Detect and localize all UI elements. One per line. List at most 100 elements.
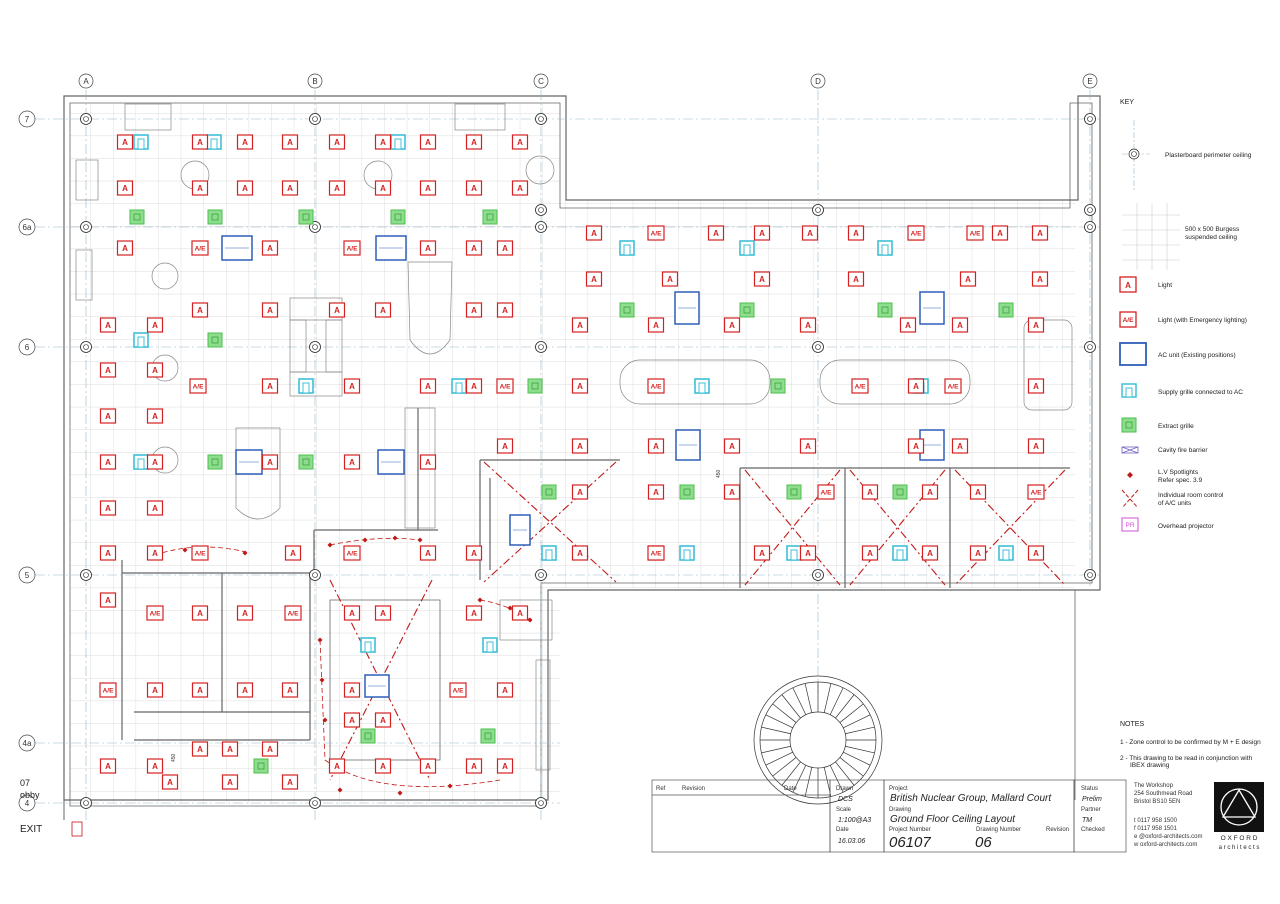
title-block xyxy=(651,779,1127,853)
svg-text:f 0117 958 1501: f 0117 958 1501 xyxy=(1134,826,1178,832)
supply-grille xyxy=(679,545,695,561)
light-fitting: A xyxy=(261,741,279,757)
light-fitting: A xyxy=(801,225,819,241)
svg-text:A: A xyxy=(591,229,597,238)
light-fitting: A xyxy=(343,378,361,394)
ac-unit xyxy=(674,291,700,325)
svg-text:A/E: A/E xyxy=(195,551,207,558)
room-number-label: 07 xyxy=(20,778,30,788)
key-label: Overhead projector xyxy=(1158,523,1214,530)
light-fitting: A xyxy=(328,134,346,150)
emergency-light-fitting: A/E xyxy=(647,225,665,241)
light-fitting: A xyxy=(284,545,302,561)
svg-text:A: A xyxy=(152,458,158,467)
svg-text:A: A xyxy=(287,778,293,787)
svg-text:A: A xyxy=(425,762,431,771)
light-fitting: A xyxy=(419,378,437,394)
column-marker xyxy=(80,113,92,125)
light-fitting: A xyxy=(951,438,969,454)
column-marker xyxy=(80,569,92,581)
building-walls xyxy=(63,95,1101,820)
svg-text:A: A xyxy=(380,306,386,315)
svg-text:A: A xyxy=(197,184,203,193)
spotlight xyxy=(447,783,453,789)
light-fitting: A xyxy=(374,180,392,196)
light-fitting: A xyxy=(221,774,239,790)
light-fitting: A xyxy=(281,682,299,698)
light-fitting: A xyxy=(261,378,279,394)
svg-text:A: A xyxy=(425,549,431,558)
key-panel: KEY Plasterboard perimeter ceiling 500 x… xyxy=(1119,99,1252,532)
svg-text:A: A xyxy=(267,382,273,391)
column-marker xyxy=(309,797,321,809)
spotlight xyxy=(397,790,403,796)
light-fitting: A xyxy=(951,317,969,333)
column-marker xyxy=(535,797,547,809)
light-fitting: A xyxy=(969,484,987,500)
svg-text:A: A xyxy=(927,549,933,558)
svg-text:A: A xyxy=(105,321,111,330)
svg-text:A: A xyxy=(1033,549,1039,558)
svg-text:A: A xyxy=(653,442,659,451)
svg-text:A: A xyxy=(577,382,583,391)
svg-text:PR: PR xyxy=(1125,522,1134,529)
svg-text:A: A xyxy=(502,244,508,253)
light-fitting: A xyxy=(465,302,483,318)
grid-bubble-7: 7 xyxy=(18,110,36,128)
svg-text:A/E: A/E xyxy=(1031,490,1043,497)
svg-text:A/E: A/E xyxy=(195,246,207,253)
light-fitting: A xyxy=(281,774,299,790)
svg-text:A: A xyxy=(913,442,919,451)
column-marker xyxy=(812,341,824,353)
light-fitting: A xyxy=(99,362,117,378)
light-fitting: A xyxy=(236,134,254,150)
svg-text:A: A xyxy=(167,778,173,787)
ac-unit xyxy=(375,235,407,261)
svg-text:t 0117 958 1500: t 0117 958 1500 xyxy=(1134,818,1178,824)
svg-text:O X F O R D: O X F O R D xyxy=(1221,835,1258,842)
column-marker xyxy=(535,221,547,233)
svg-text:A: A xyxy=(152,549,158,558)
emergency-light-icon: A/E xyxy=(1119,311,1137,328)
light-fitting: A xyxy=(511,180,529,196)
svg-text:Bristol BS10 5EN: Bristol BS10 5EN xyxy=(1134,799,1180,805)
light-fitting: A xyxy=(99,545,117,561)
exit-sign xyxy=(71,821,83,837)
light-fitting: A xyxy=(799,438,817,454)
ac-unit xyxy=(221,235,253,261)
svg-text:A: A xyxy=(965,275,971,284)
extract-grille xyxy=(877,302,893,318)
column-marker xyxy=(309,113,321,125)
svg-text:A: A xyxy=(227,778,233,787)
column-marker xyxy=(309,341,321,353)
grid-bubble-e: E xyxy=(1082,73,1098,89)
column-marker xyxy=(1084,569,1096,581)
extract-grille xyxy=(892,484,908,500)
status-label: Status xyxy=(1081,786,1098,792)
key-label: Supply grille connected to AC xyxy=(1158,389,1243,396)
light-fitting: A xyxy=(161,774,179,790)
svg-text:A: A xyxy=(122,184,128,193)
key-label: AC unit (Existing positions) xyxy=(1158,352,1236,359)
svg-text:A: A xyxy=(577,321,583,330)
key-label: Cavity fire barrier xyxy=(1158,447,1208,454)
svg-text:A: A xyxy=(502,686,508,695)
svg-text:A: A xyxy=(242,184,248,193)
svg-text:A: A xyxy=(122,244,128,253)
svg-text:A: A xyxy=(425,184,431,193)
column-marker xyxy=(812,569,824,581)
grid-bubble-5: 5 xyxy=(18,566,36,584)
svg-text:A: A xyxy=(853,275,859,284)
grid-row-bubbles: 7 6a 6 5 4a 4 xyxy=(18,110,36,812)
light-fitting: A xyxy=(907,438,925,454)
light-fitting: A xyxy=(343,712,361,728)
column-markers xyxy=(80,113,1096,809)
extract-grille xyxy=(390,209,406,225)
supply-grille xyxy=(360,637,376,653)
svg-text:A: A xyxy=(905,321,911,330)
emergency-light-fitting: A/E xyxy=(817,484,835,500)
svg-text:A: A xyxy=(502,762,508,771)
light-fitting: A xyxy=(465,605,483,621)
svg-text:A: A xyxy=(1033,321,1039,330)
supply-grille xyxy=(451,378,467,394)
